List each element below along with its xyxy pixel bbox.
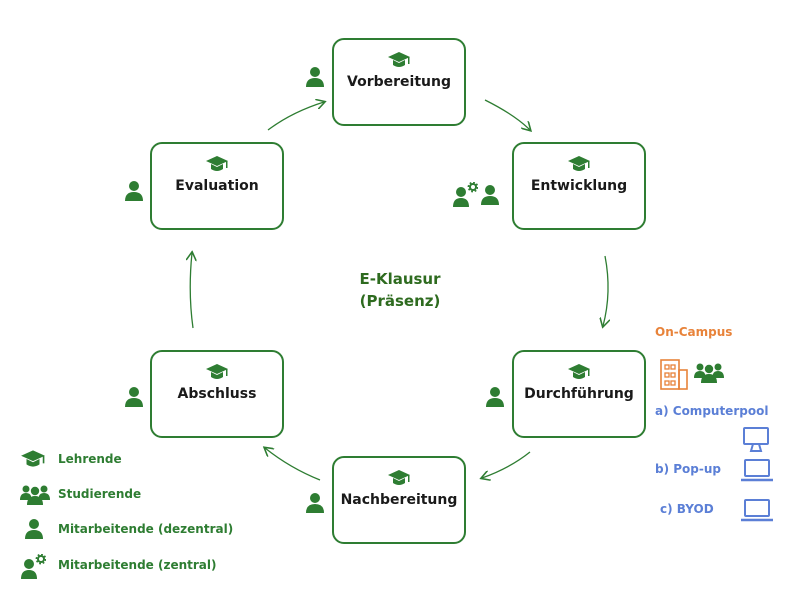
- legend-label: Mitarbeitende (zentral): [58, 558, 217, 572]
- phase-entwicklung: Entwicklung: [512, 142, 646, 230]
- graduation-cap-icon: [152, 362, 282, 386]
- arrow-entwicklung-durchfuehrung: [603, 255, 608, 326]
- legend-label: Lehrende: [58, 452, 122, 466]
- group-icon: [20, 483, 50, 509]
- person-gear-icon: [452, 181, 479, 212]
- person-icon: [480, 184, 500, 210]
- phase-label: Nachbereitung: [340, 492, 458, 508]
- group-icon: [694, 360, 724, 388]
- graduation-cap-icon: [334, 468, 464, 492]
- arrow-abschluss-evaluation: [190, 253, 193, 329]
- oncampus-option-byod: c) BYOD: [660, 502, 714, 516]
- person-icon: [485, 386, 505, 412]
- person-icon: [124, 386, 144, 412]
- arrow-durchfuehrung-nachbereitung: [482, 451, 531, 478]
- building-icon: [660, 354, 688, 394]
- legend-label: Mitarbeitende (dezentral): [58, 522, 234, 536]
- graduation-cap-icon: [514, 362, 644, 386]
- desktop-computer-icon: [742, 426, 772, 458]
- legend-label: Studierende: [58, 487, 142, 501]
- laptop-icon: [740, 458, 774, 488]
- arrow-vorbereitung-entwicklung: [484, 99, 530, 130]
- phase-label: Vorbereitung: [347, 74, 451, 90]
- center-title-line2: (Präsenz): [359, 292, 441, 310]
- graduation-cap-icon: [152, 154, 282, 178]
- person-icon: [305, 66, 325, 92]
- person-icon: [305, 492, 325, 518]
- person-icon: [124, 180, 144, 206]
- arrow-nachbereitung-abschluss: [265, 448, 321, 481]
- phase-label: Entwicklung: [530, 178, 628, 194]
- phase-durchfuehrung: Durchführung: [512, 350, 646, 438]
- phase-nachbereitung: Nachbereitung: [332, 456, 466, 544]
- arrow-evaluation-vorbereitung: [267, 102, 324, 131]
- phase-vorbereitung: Vorbereitung: [332, 38, 466, 126]
- graduation-cap-icon: [334, 50, 464, 74]
- person-icon: [24, 518, 44, 544]
- graduation-cap-icon: [514, 154, 644, 178]
- phase-label: Durchführung: [524, 386, 634, 402]
- center-title: E-Klausur (Präsenz): [330, 268, 470, 312]
- oncampus-option-computerpool: a) Computerpool: [655, 404, 769, 418]
- phase-evaluation: Evaluation: [150, 142, 284, 230]
- phase-abschluss: Abschluss: [150, 350, 284, 438]
- phase-label: Evaluation: [175, 178, 259, 194]
- person-gear-icon: [20, 553, 47, 584]
- center-title-line1: E-Klausur: [359, 270, 441, 288]
- oncampus-option-popup: b) Pop-up: [655, 462, 721, 476]
- oncampus-title: On-Campus: [655, 325, 733, 339]
- laptop-icon: [740, 498, 774, 528]
- graduation-cap-icon: [20, 448, 46, 474]
- phase-label: Abschluss: [177, 386, 257, 402]
